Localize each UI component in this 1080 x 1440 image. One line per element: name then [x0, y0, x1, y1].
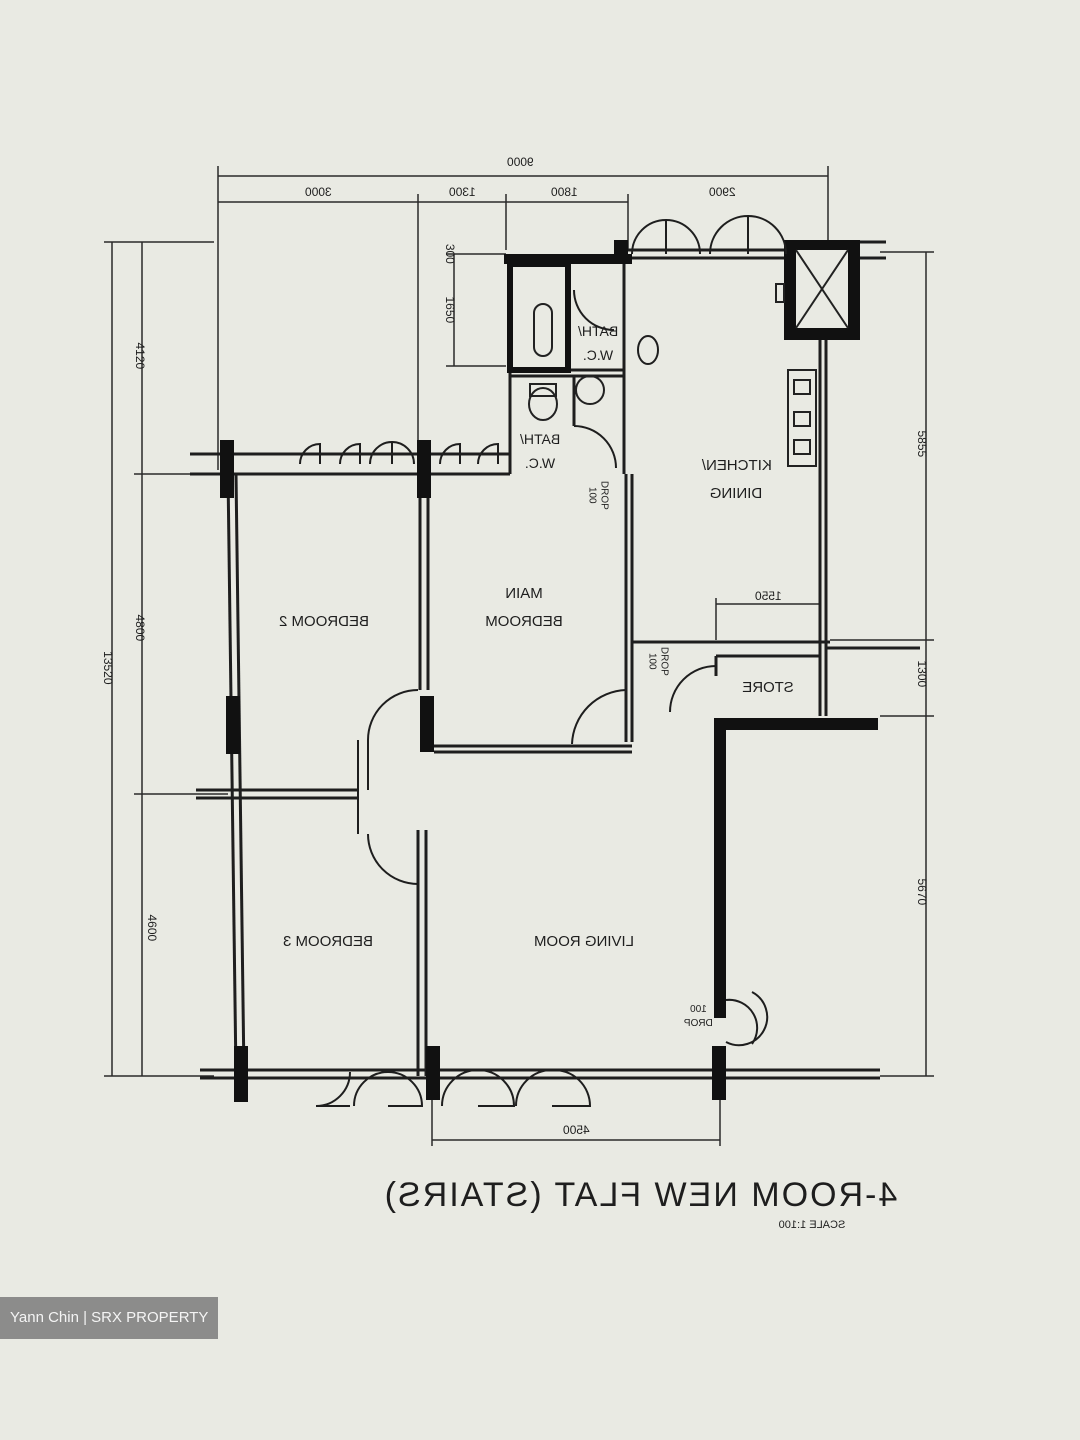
dim-1800: 1800	[551, 185, 578, 199]
note-drop1-b: DROP	[599, 481, 610, 510]
dim-5855: 5855	[915, 430, 929, 457]
note-drop2-a: 100	[647, 653, 658, 670]
fixtures	[528, 249, 849, 467]
main-bedroom-label-2: BEDROOM	[485, 613, 563, 630]
note-drop3-b: DROP	[684, 1018, 713, 1029]
dim-4120: 4120	[133, 342, 147, 369]
plan-scale: SCALE 1:100	[779, 1219, 846, 1231]
dim-5670: 5670	[915, 878, 929, 905]
dim-4500: 4500	[563, 1123, 590, 1137]
thick-walls	[220, 240, 878, 1102]
main-bedroom-label: MAIN	[505, 585, 543, 602]
kitchen-label: KITCHEN/	[701, 457, 772, 474]
door-swings	[299, 214, 787, 1107]
dimension-lines	[104, 166, 934, 1146]
bedroom3-label: BEDROOM 3	[283, 933, 373, 950]
bath1-label-2: W.C.	[583, 347, 613, 363]
dim-3000: 3000	[305, 185, 332, 199]
dimension-labels: 9000 3000 1300 1800 2900 4500 1550 13520…	[101, 155, 929, 1137]
living-room-label: LIVING ROOM	[534, 933, 634, 950]
dim-right-1300: 1300	[915, 660, 929, 687]
dim-total-width: 9000	[507, 155, 534, 169]
bath2-label-2: W.C.	[525, 455, 555, 471]
room-labels: KITCHEN/ DINING MAIN BEDROOM BEDROOM 2 B…	[279, 323, 794, 950]
bath1-label: BATH/	[578, 323, 618, 339]
note-drop3-a: 100	[690, 1004, 707, 1015]
note-drop2-b: DROP	[659, 647, 670, 676]
note-drop1-a: 100	[587, 487, 598, 504]
dim-4800: 4800	[133, 614, 147, 641]
dim-2900: 2900	[709, 185, 736, 199]
dim-1650: 1650	[443, 296, 457, 323]
store-label: STORE	[742, 679, 793, 696]
dim-1300: 1300	[449, 185, 476, 199]
bath2-label: BATH/	[520, 431, 560, 447]
watermark-badge: Yann Chin | SRX PROPERTY	[0, 1297, 219, 1339]
dim-13520: 13520	[101, 651, 115, 685]
kitchen-label-2: DINING	[710, 485, 763, 502]
dim-4600: 4600	[145, 914, 159, 941]
dim-300: 300	[443, 244, 457, 264]
dim-1550: 1550	[755, 589, 782, 603]
bedroom2-label: BEDROOM 2	[279, 613, 369, 630]
plan-title: 4-ROOM NEW FLAT (STAIRS)	[383, 1176, 898, 1214]
